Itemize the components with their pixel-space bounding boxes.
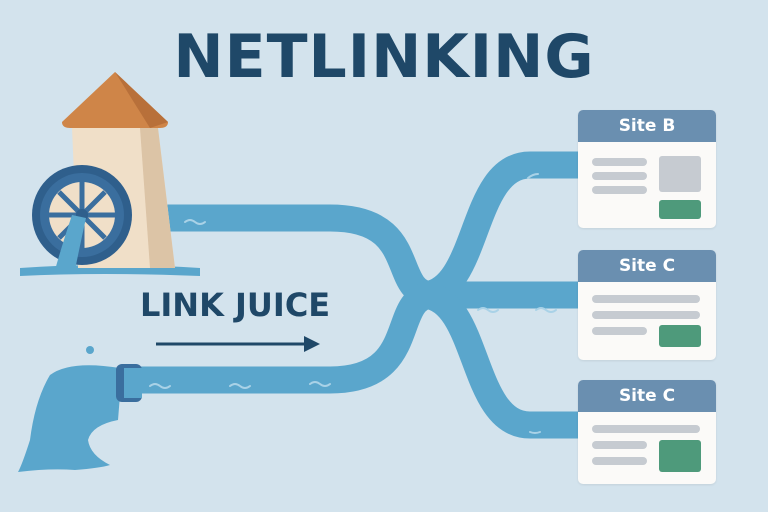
text-line — [592, 327, 647, 335]
arrow-right-icon — [156, 336, 320, 352]
link-juice-label: LINK JUICE — [140, 286, 331, 324]
text-line — [592, 457, 647, 465]
cta-button — [659, 325, 701, 347]
text-line — [592, 295, 700, 303]
watermill-icon — [20, 72, 200, 276]
site-card-title: Site B — [578, 110, 716, 142]
text-line — [592, 441, 647, 449]
site-card-title: Site C — [578, 250, 716, 282]
text-line — [592, 311, 700, 319]
site-card-c2: Site C — [578, 380, 716, 484]
cta-button — [659, 440, 701, 472]
pipe-network — [130, 151, 580, 439]
text-line — [592, 158, 647, 166]
site-card-b: Site B — [578, 110, 716, 228]
image-placeholder — [659, 156, 701, 192]
page-title: NETLINKING — [173, 22, 595, 92]
cta-button — [659, 200, 701, 219]
site-card-c1: Site C — [578, 250, 716, 360]
site-card-title: Site C — [578, 380, 716, 412]
text-line — [592, 172, 647, 180]
water-pipe-icon — [18, 346, 142, 472]
water-ripples — [149, 173, 557, 434]
text-line — [592, 425, 700, 433]
text-line — [592, 186, 647, 194]
